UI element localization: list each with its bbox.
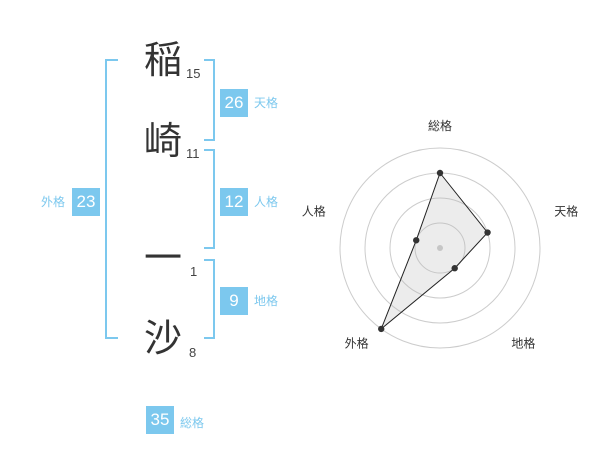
tenkaku-value-badge: 26 [220,89,248,117]
radar-point [413,237,420,244]
radar-point [451,265,458,272]
radar-grid-ring [389,197,491,299]
radar-point [378,325,385,333]
radar-center [437,245,443,251]
stroke-count-1: 15 [186,66,201,81]
radar-series-area [380,171,489,330]
gaikaku-value-badge: 23 [72,188,100,216]
radar-point [436,169,444,177]
name-char-4: 沙 [143,316,182,360]
jinkaku-label: 人格 [254,195,279,209]
radar-axis-label: 天格 [554,204,578,219]
tenkaku-label: 天格 [254,96,279,110]
radar-axis-label: 外格 [345,335,369,350]
stroke-count-2: 11 [186,146,200,161]
radar-axis-label: 人格 [302,204,326,219]
name-char-2: 崎 [143,119,182,163]
radar-point [484,229,491,236]
radar-grid-ring [339,147,541,349]
gaikaku-label: 外格 [41,195,66,209]
soukaku-label: 総格 [180,416,205,430]
jinkaku-value-badge: 12 [220,188,248,216]
chikaku-label: 地格 [254,294,279,308]
name-char-3: 一 [143,236,182,280]
radar-axis-label: 地格 [511,335,535,350]
name-char-1: 稲 [143,38,182,82]
radar-grid-ring [414,222,466,274]
stroke-count-4: 8 [189,345,197,360]
stroke-count-3: 1 [190,264,198,279]
chikaku-value-badge: 9 [220,287,248,315]
soukaku-value-badge: 35 [146,406,174,434]
radar-axis-label: 総格 [428,118,452,133]
